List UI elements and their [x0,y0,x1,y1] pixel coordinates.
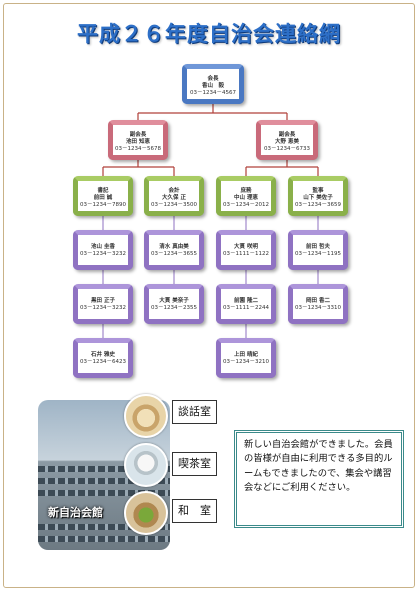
chairman-box: 会長 香山 毅 03－1234－4567 [182,64,244,104]
officer-box: 監事 山下 美佐子 03－1234－3659 [288,176,348,216]
phone-number: 03－1111－2244 [223,304,269,311]
building-window-row [38,536,170,542]
person-name: 清水 真由美 [159,244,189,250]
page-title: 平成２６年度自治会連絡網 [77,22,341,46]
phone-number: 03－1234－1195 [295,250,341,257]
building-window-row [38,490,170,496]
person-name: 上田 晴紀 [234,352,258,358]
phone-number: 03－1234－2012 [223,201,269,208]
member-box: 黒田 正子 03－1234－3232 [73,284,133,324]
person-name: 大貫 咲明 [234,244,258,250]
role-label: 副会長 [129,132,147,138]
vice-chairman-box: 副会長 池田 知恵 03－1234－5678 [108,120,168,160]
member-box: 石井 雅史 03－1234－6423 [73,338,133,378]
member-box: 大貫 咲明 03－1111－1122 [216,230,276,270]
phone-number: 03－1234－3232 [80,304,126,311]
phone-number: 03－1234－4567 [190,89,236,96]
role-label: 監事 [312,188,324,194]
person-name: 大貫 美奈子 [159,298,189,304]
cafe-room-icon [124,443,168,487]
building-label: 新自治会館 [48,506,103,519]
phone-number: 03－1234－3500 [151,201,197,208]
officer-box: 庶務 中山 理恵 03－1234－2012 [216,176,276,216]
phone-number: 03－1234－3659 [295,201,341,208]
person-name: 前田 誠 [93,194,113,201]
role-label: 会計 [168,188,180,194]
notice-box: 新しい自治会館ができました。会員の皆様が自由に利用できる多目的ルームもできました… [234,430,404,528]
building-window-row [38,478,170,484]
person-name: 池田 知恵 [126,138,150,145]
person-name: 前田 哲夫 [306,244,330,250]
phone-number: 03－1234－6733 [264,145,310,152]
lounge-room-icon [124,394,168,438]
phone-number: 03－1234－3310 [295,304,341,311]
page-border [3,3,415,588]
role-label: 庶務 [240,188,252,194]
person-name: 岡田 香二 [306,298,330,304]
room-label-lounge: 談話室 [172,400,217,424]
person-name: 大野 恵美 [275,138,299,145]
role-label: 書記 [97,188,109,194]
person-name: 山下 美佐子 [303,194,333,201]
phone-number: 03－1234－7890 [80,201,126,208]
person-name: 前園 隆二 [234,298,258,304]
officer-box: 書記 前田 誠 03－1234－7890 [73,176,133,216]
person-name: 香山 毅 [201,82,224,89]
building-window-row [38,524,170,530]
phone-number: 03－1234－2355 [151,304,197,311]
room-label-cafe: 喫茶室 [172,452,217,476]
vice-chairman-box: 副会長 大野 恵美 03－1234－6733 [256,120,318,160]
member-box: 前園 隆二 03－1111－2244 [216,284,276,324]
member-box: 岡田 香二 03－1234－3310 [288,284,348,324]
member-box: 大貫 美奈子 03－1234－2355 [144,284,204,324]
person-name: 大久保 正 [162,194,186,201]
member-box: 前田 哲夫 03－1234－1195 [288,230,348,270]
building-window-row [38,466,170,472]
person-name: 中山 理恵 [234,194,258,201]
phone-number: 03－1234－5678 [115,145,161,152]
phone-number: 03－1234－3210 [223,358,269,365]
notice-text: 新しい自治会館ができました。会員の皆様が自由に利用できる多目的ルームもできました… [244,439,393,494]
phone-number: 03－1234－3232 [80,250,126,257]
role-label: 会長 [207,76,219,82]
room-label-japanese: 和 室 [172,499,217,523]
phone-number: 03－1234－6423 [80,358,126,365]
role-label: 副会長 [278,132,296,138]
person-name: 池山 圭香 [91,244,115,250]
person-name: 石井 雅史 [91,352,115,358]
phone-number: 03－1234－3655 [151,250,197,257]
officer-box: 会計 大久保 正 03－1234－3500 [144,176,204,216]
japanese-room-icon [124,491,168,535]
member-box: 清水 真由美 03－1234－3655 [144,230,204,270]
member-box: 上田 晴紀 03－1234－3210 [216,338,276,378]
person-name: 黒田 正子 [91,298,115,304]
member-box: 池山 圭香 03－1234－3232 [73,230,133,270]
phone-number: 03－1111－1122 [223,250,269,257]
